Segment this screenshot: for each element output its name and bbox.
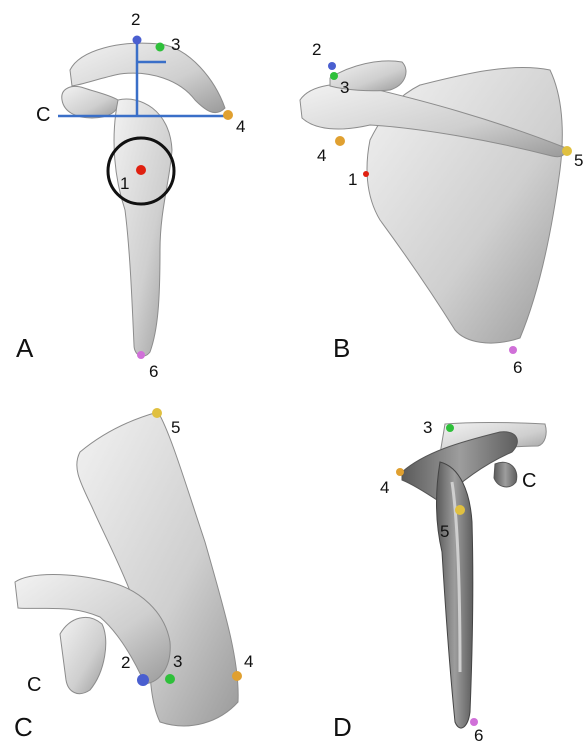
label-4: 4 [380,478,389,498]
label-5: 5 [171,418,180,438]
label-1: 1 [120,174,129,194]
label-3: 3 [423,418,432,438]
landmark-5-dot [562,146,572,156]
landmark-1-dot [136,165,146,175]
landmark-1-dot [363,171,369,177]
landmark-5-dot [455,505,465,515]
label-5: 5 [574,151,583,171]
panel-letter-d: D [333,712,352,743]
landmark-2-dot [133,36,142,45]
axis-label-c: C [36,104,50,127]
landmark-4-dot [232,671,242,681]
panel-letter-b: B [333,333,350,364]
panel-a: 2 3 4 1 6 C A [0,0,290,372]
landmark-5-dot [152,408,162,418]
label-3: 3 [173,652,182,672]
landmark-2-dot [328,62,336,70]
label-4: 4 [236,117,245,137]
panel-d: 3 4 5 6 C D [290,372,583,744]
panel-b-render [290,0,583,372]
label-2: 2 [312,40,321,60]
landmark-3-dot [330,72,338,80]
coracoid-shape [60,617,106,693]
label-1: 1 [348,170,357,190]
landmark-3-dot [156,43,165,52]
landmark-6-dot [470,718,478,726]
landmark-6-dot [509,346,517,354]
label-3: 3 [171,35,180,55]
landmark-2-dot [137,674,149,686]
landmark-3-dot [446,424,454,432]
label-5: 5 [440,522,449,542]
panel-c-render [0,372,290,744]
landmark-4-dot [335,136,345,146]
label-2: 2 [121,653,130,673]
coracoid-shape [62,87,118,119]
label-4: 4 [317,146,326,166]
landmark-6-dot [137,351,145,359]
label-3: 3 [340,78,349,98]
landmark-4-dot [223,110,233,120]
label-4: 4 [244,652,253,672]
label-6: 6 [474,726,483,746]
panel-letter-a: A [16,333,33,364]
panel-letter-c: C [14,712,33,743]
coracoid-shape [494,462,517,487]
panel-d-render [290,372,583,744]
label-2: 2 [131,10,140,30]
axis-label-c: C [27,674,41,697]
panel-b: 2 3 4 1 5 6 B [290,0,583,372]
panel-c: 5 2 3 4 C C [0,372,290,744]
landmark-3-dot [165,674,175,684]
axis-label-c: C [522,470,536,493]
landmark-4-dot [396,468,404,476]
panel-a-render [0,0,290,372]
